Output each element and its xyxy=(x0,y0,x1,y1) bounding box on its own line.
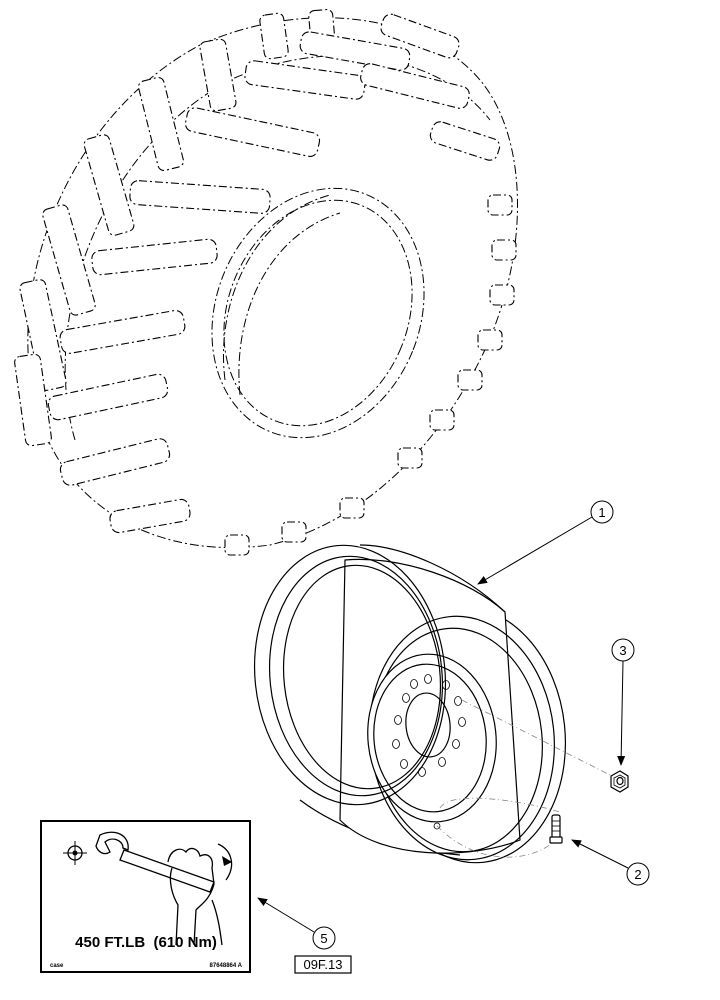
wheel-nut xyxy=(610,770,629,793)
rim-bolt-holes xyxy=(392,674,466,777)
valve-stem xyxy=(549,814,563,844)
rim-front-flange-inner xyxy=(268,555,444,797)
tire-lugs xyxy=(14,8,517,556)
tire xyxy=(14,8,518,556)
callout-1: 1 xyxy=(590,500,614,524)
decal-torque-text: 450 FT.LB (610 Nm) xyxy=(75,934,217,951)
callout-5-label: 5 xyxy=(320,931,327,946)
phantom-line-nut xyxy=(461,699,611,776)
phantom-line-valve xyxy=(436,797,561,858)
wrench-hand-icon xyxy=(95,831,233,946)
figure-code-box: 09F.13 xyxy=(294,955,352,974)
callout-2-label: 2 xyxy=(634,867,641,882)
callout-3: 3 xyxy=(611,638,635,662)
valve-stem-hole xyxy=(433,822,441,830)
callout-3-label: 3 xyxy=(619,643,626,658)
tire-inner-sidewall-2 xyxy=(238,212,341,396)
tire-sidewall-band xyxy=(64,55,491,441)
rim-barrel-top xyxy=(359,544,506,613)
tire-bead-outer xyxy=(211,187,425,439)
rim-center-disc-ring xyxy=(373,663,487,813)
figure-code: 09F.13 xyxy=(303,957,342,972)
rim-front-flange-outer xyxy=(253,544,447,806)
callout-1-label: 1 xyxy=(598,505,605,520)
decal-small-right: 87648864 A xyxy=(210,963,243,969)
decal-small-left: case xyxy=(50,963,64,969)
tire-inner-sidewall xyxy=(223,194,331,381)
callout-2: 2 xyxy=(626,862,650,886)
wheel-rim xyxy=(253,544,567,864)
callout-5: 5 xyxy=(312,926,336,950)
leader-3 xyxy=(617,660,626,766)
leader-1 xyxy=(477,516,593,585)
tire-outer-outline xyxy=(27,17,518,549)
leader-2 xyxy=(571,839,629,869)
torque-decal: 450 FT.LB (610 Nm) case 87648864 A xyxy=(40,820,251,973)
tire-bead-inner xyxy=(223,199,413,427)
rim-front-flange-inner-2 xyxy=(282,564,442,790)
lug-nut-symbol-icon xyxy=(63,841,87,865)
leader-5 xyxy=(257,897,315,933)
